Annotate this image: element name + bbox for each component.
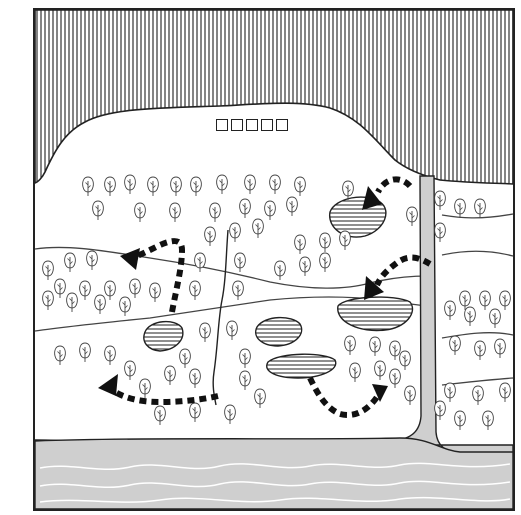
label-box — [261, 119, 273, 131]
label-box — [276, 119, 288, 131]
label-box — [231, 119, 243, 131]
label-box — [246, 119, 258, 131]
map-label — [216, 119, 288, 131]
label-box — [216, 119, 228, 131]
